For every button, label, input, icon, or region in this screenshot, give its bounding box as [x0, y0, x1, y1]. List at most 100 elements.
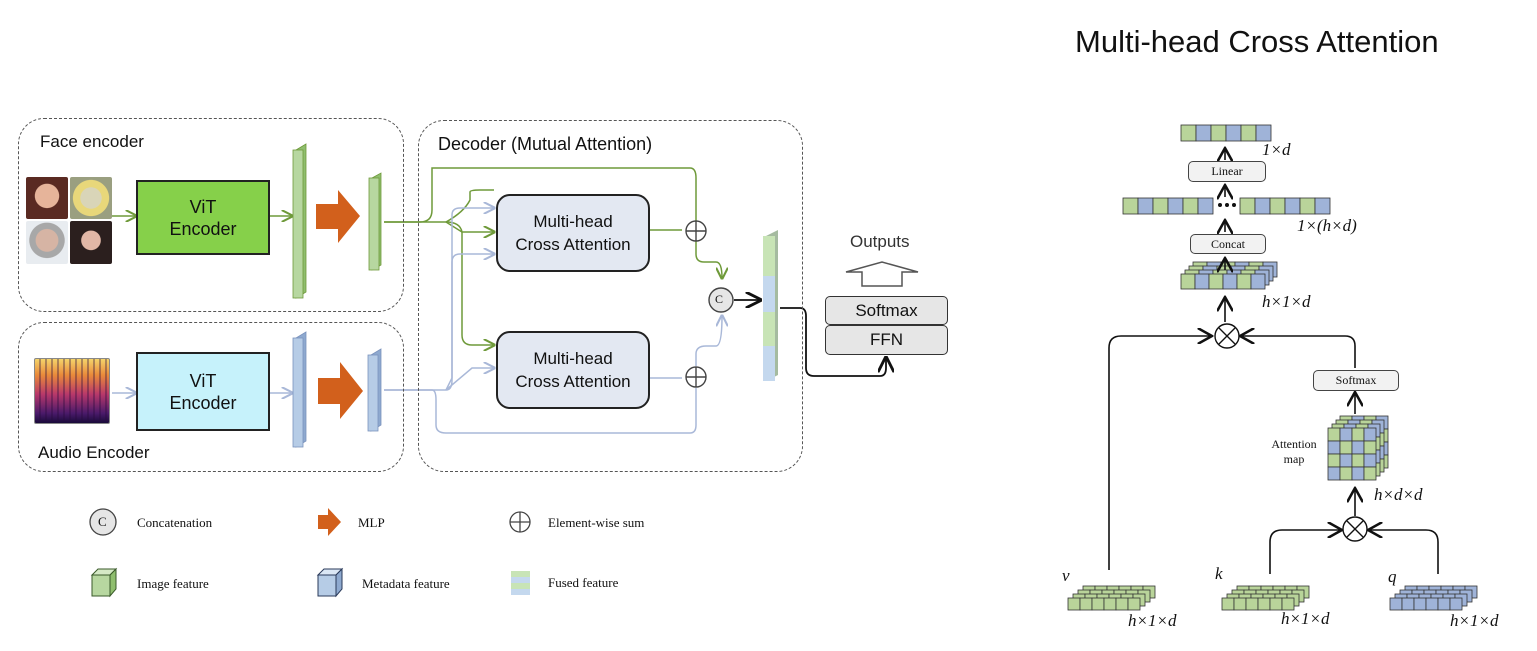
mhca-bottom-line1: Multi-head — [533, 349, 613, 368]
fused-feature-bar — [763, 230, 778, 381]
face-image-4 — [70, 221, 112, 264]
attention-map-cell — [1363, 427, 1377, 442]
attention-map-cell — [1327, 453, 1341, 468]
legend-metadata-feature: Metadata feature — [362, 576, 450, 591]
vector-cell — [1255, 124, 1272, 142]
face-encoder-label: Face encoder — [40, 132, 144, 151]
vector-cell — [1225, 124, 1242, 142]
vector-cell — [1389, 597, 1403, 611]
fused-to-ffn-arrow — [780, 307, 886, 377]
vector-cell — [1254, 197, 1271, 215]
vector-cell — [1269, 197, 1286, 215]
q-label: q — [1388, 567, 1397, 586]
vector-cell — [1257, 597, 1271, 611]
vector-cell — [1137, 197, 1154, 215]
vector-cell — [1281, 597, 1295, 611]
vector-cell — [1122, 197, 1139, 215]
attention-map-line1: Attention — [1271, 437, 1317, 451]
attention-map-cell — [1351, 440, 1365, 455]
vector-cell — [1449, 597, 1463, 611]
audio-feature-lines — [384, 208, 722, 434]
attention-map-cell — [1363, 440, 1377, 455]
attention-map-cell — [1339, 440, 1353, 455]
face-image-1 — [26, 177, 68, 219]
k-vector — [1221, 585, 1310, 611]
attention-map-cell — [1363, 453, 1377, 468]
k-label: k — [1215, 564, 1223, 583]
attention-map-cell — [1351, 453, 1365, 468]
attention-map-cell — [1351, 427, 1365, 442]
vector-cell — [1437, 597, 1451, 611]
ellipsis-icon — [1218, 203, 1236, 207]
right-title: Multi-head Cross Attention — [1075, 24, 1439, 59]
legend-sum-icon — [509, 511, 531, 533]
vector-cell — [1194, 273, 1210, 290]
vector-cell — [1245, 597, 1259, 611]
attention-map-grid — [1327, 415, 1389, 481]
legend-c-symbol: C — [98, 514, 107, 529]
vector-cell — [1127, 597, 1141, 611]
vector-cell — [1222, 273, 1238, 290]
legend-mlp-icon — [318, 508, 341, 536]
concat-box: Concat — [1190, 234, 1266, 254]
legend-fused-feature: Fused feature — [548, 575, 619, 590]
legend-mlp: MLP — [358, 515, 385, 530]
dim-1xhd: 1×(h×d) — [1297, 216, 1357, 235]
softmax-small-box: Softmax — [1313, 370, 1399, 391]
attention-map-cell — [1339, 453, 1353, 468]
v-label: v — [1062, 566, 1070, 585]
vector-cell — [1091, 597, 1105, 611]
sum-top — [685, 220, 707, 242]
vector-cell — [1180, 273, 1196, 290]
mhca-top-line2: Cross Attention — [515, 235, 631, 254]
dim-hxdxd: h×d×d — [1374, 485, 1423, 504]
output-vector — [1180, 124, 1272, 142]
vector-cell — [1103, 597, 1117, 611]
legend-metadata-feature-icon — [316, 567, 344, 598]
vector-cell — [1221, 597, 1235, 611]
attention-map-cell — [1363, 466, 1377, 481]
vector-cell — [1182, 197, 1199, 215]
face-image-feature-small — [368, 172, 382, 271]
vector-cell — [1236, 273, 1252, 290]
ffn-box: FFN — [825, 325, 948, 355]
dim-q: h×1×d — [1450, 611, 1499, 630]
outputs-arrow — [845, 261, 919, 287]
vit-face-line2: Encoder — [169, 218, 237, 239]
audio-metadata-feature-tall — [292, 331, 307, 448]
concat-vector — [1122, 197, 1331, 215]
mhca-bottom-line2: Cross Attention — [515, 372, 631, 391]
legend-concatenation: Concatenation — [137, 515, 213, 530]
vector-cell — [1067, 597, 1081, 611]
concat-circle — [708, 287, 734, 313]
vector-cell — [1233, 597, 1247, 611]
face-feature-lines — [384, 167, 722, 345]
vector-cell — [1152, 197, 1169, 215]
attention-map-cell — [1339, 427, 1353, 442]
vector-cell — [1314, 197, 1331, 215]
face-image-feature-tall — [292, 143, 307, 299]
attention-map-cell — [1327, 466, 1341, 481]
spectrogram-stripes — [35, 359, 107, 421]
vector-cell — [1210, 124, 1227, 142]
vector-cell — [1167, 197, 1184, 215]
sum-bottom — [685, 366, 707, 388]
concat-symbol: C — [715, 292, 724, 306]
vit-face-line1: ViT — [189, 196, 217, 217]
face-image-2 — [70, 177, 112, 219]
audio-metadata-feature-small — [367, 348, 382, 432]
face-mlp-arrow — [316, 190, 360, 243]
vector-cell — [1239, 197, 1256, 215]
linear-box: Linear — [1188, 161, 1266, 182]
face-encoder-group — [18, 118, 404, 312]
attention-map-cell — [1339, 466, 1353, 481]
vector-cell — [1115, 597, 1129, 611]
legend-fused-feature-icon — [511, 571, 530, 595]
